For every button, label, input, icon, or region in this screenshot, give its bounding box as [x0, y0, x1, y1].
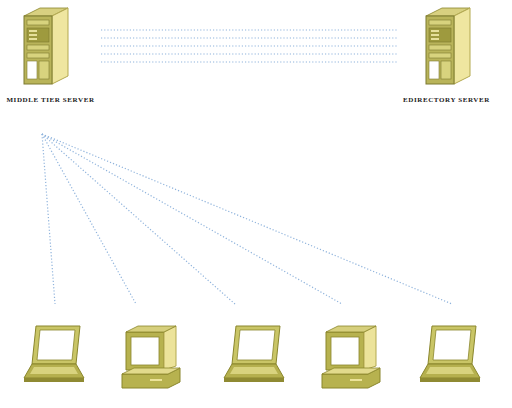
network-link	[101, 45, 397, 46]
server-label: EDIRECTORY SERVER	[401, 96, 492, 105]
network-link	[101, 29, 397, 30]
server-node: EDIRECTORY SERVER	[401, 4, 492, 108]
network-link	[101, 37, 397, 38]
server-icon	[12, 4, 76, 86]
server-node: MIDDLE TIER SERVER	[4, 4, 97, 108]
server-icon	[414, 4, 478, 86]
network-link	[101, 53, 397, 54]
network-link	[101, 61, 397, 62]
server-label: MIDDLE TIER SERVER	[4, 96, 97, 105]
